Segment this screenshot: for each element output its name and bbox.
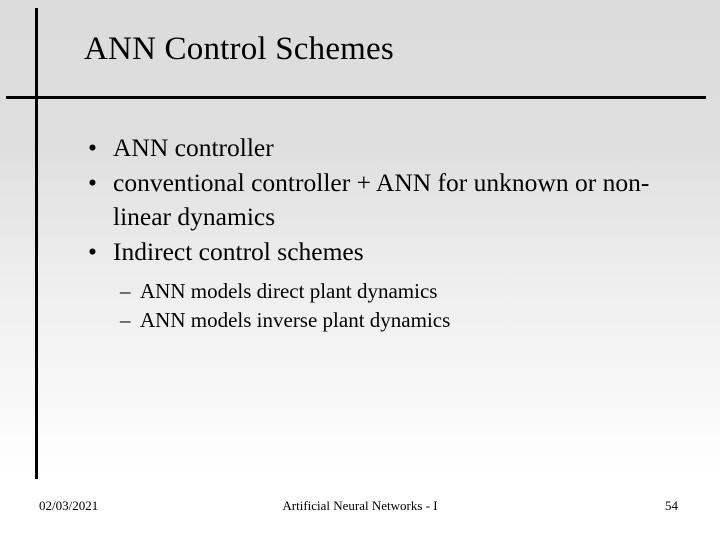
sub-bullet-item: – ANN models direct plant dynamics bbox=[84, 277, 696, 306]
dash-marker-icon: – bbox=[120, 279, 131, 303]
bullet-marker-icon: • bbox=[88, 168, 97, 197]
footer-page-number: 54 bbox=[665, 498, 678, 513]
sub-bullet-item: – ANN models inverse plant dynamics bbox=[84, 306, 696, 335]
bullet-text: ANN controller bbox=[113, 133, 274, 162]
bullet-item: • ANN controller bbox=[84, 131, 696, 165]
footer-course-title: Artificial Neural Networks - I bbox=[282, 498, 438, 513]
bullet-marker-icon: • bbox=[88, 237, 97, 266]
bullet-text: Indirect control schemes bbox=[113, 237, 364, 266]
horizontal-rule-decoration bbox=[6, 96, 706, 99]
slide-footer: 02/03/2021 Artificial Neural Networks - … bbox=[0, 495, 720, 517]
bullet-list: • ANN controller • conventional controll… bbox=[84, 131, 696, 269]
bullet-text: conventional controller + ANN for unknow… bbox=[113, 168, 650, 231]
sub-bullet-list: – ANN models direct plant dynamics – ANN… bbox=[84, 277, 696, 335]
bullet-item: • Indirect control schemes bbox=[84, 235, 696, 269]
bullet-item: • conventional controller + ANN for unkn… bbox=[84, 166, 696, 234]
dash-marker-icon: – bbox=[120, 308, 131, 332]
vertical-rule-decoration bbox=[35, 8, 38, 479]
slide-body: • ANN controller • conventional controll… bbox=[84, 131, 696, 335]
slide-title: ANN Control Schemes bbox=[84, 31, 394, 67]
sub-bullet-text: ANN models inverse plant dynamics bbox=[140, 308, 451, 332]
footer-date: 02/03/2021 bbox=[39, 498, 99, 513]
sub-bullet-text: ANN models direct plant dynamics bbox=[140, 279, 438, 303]
bullet-marker-icon: • bbox=[88, 133, 97, 162]
